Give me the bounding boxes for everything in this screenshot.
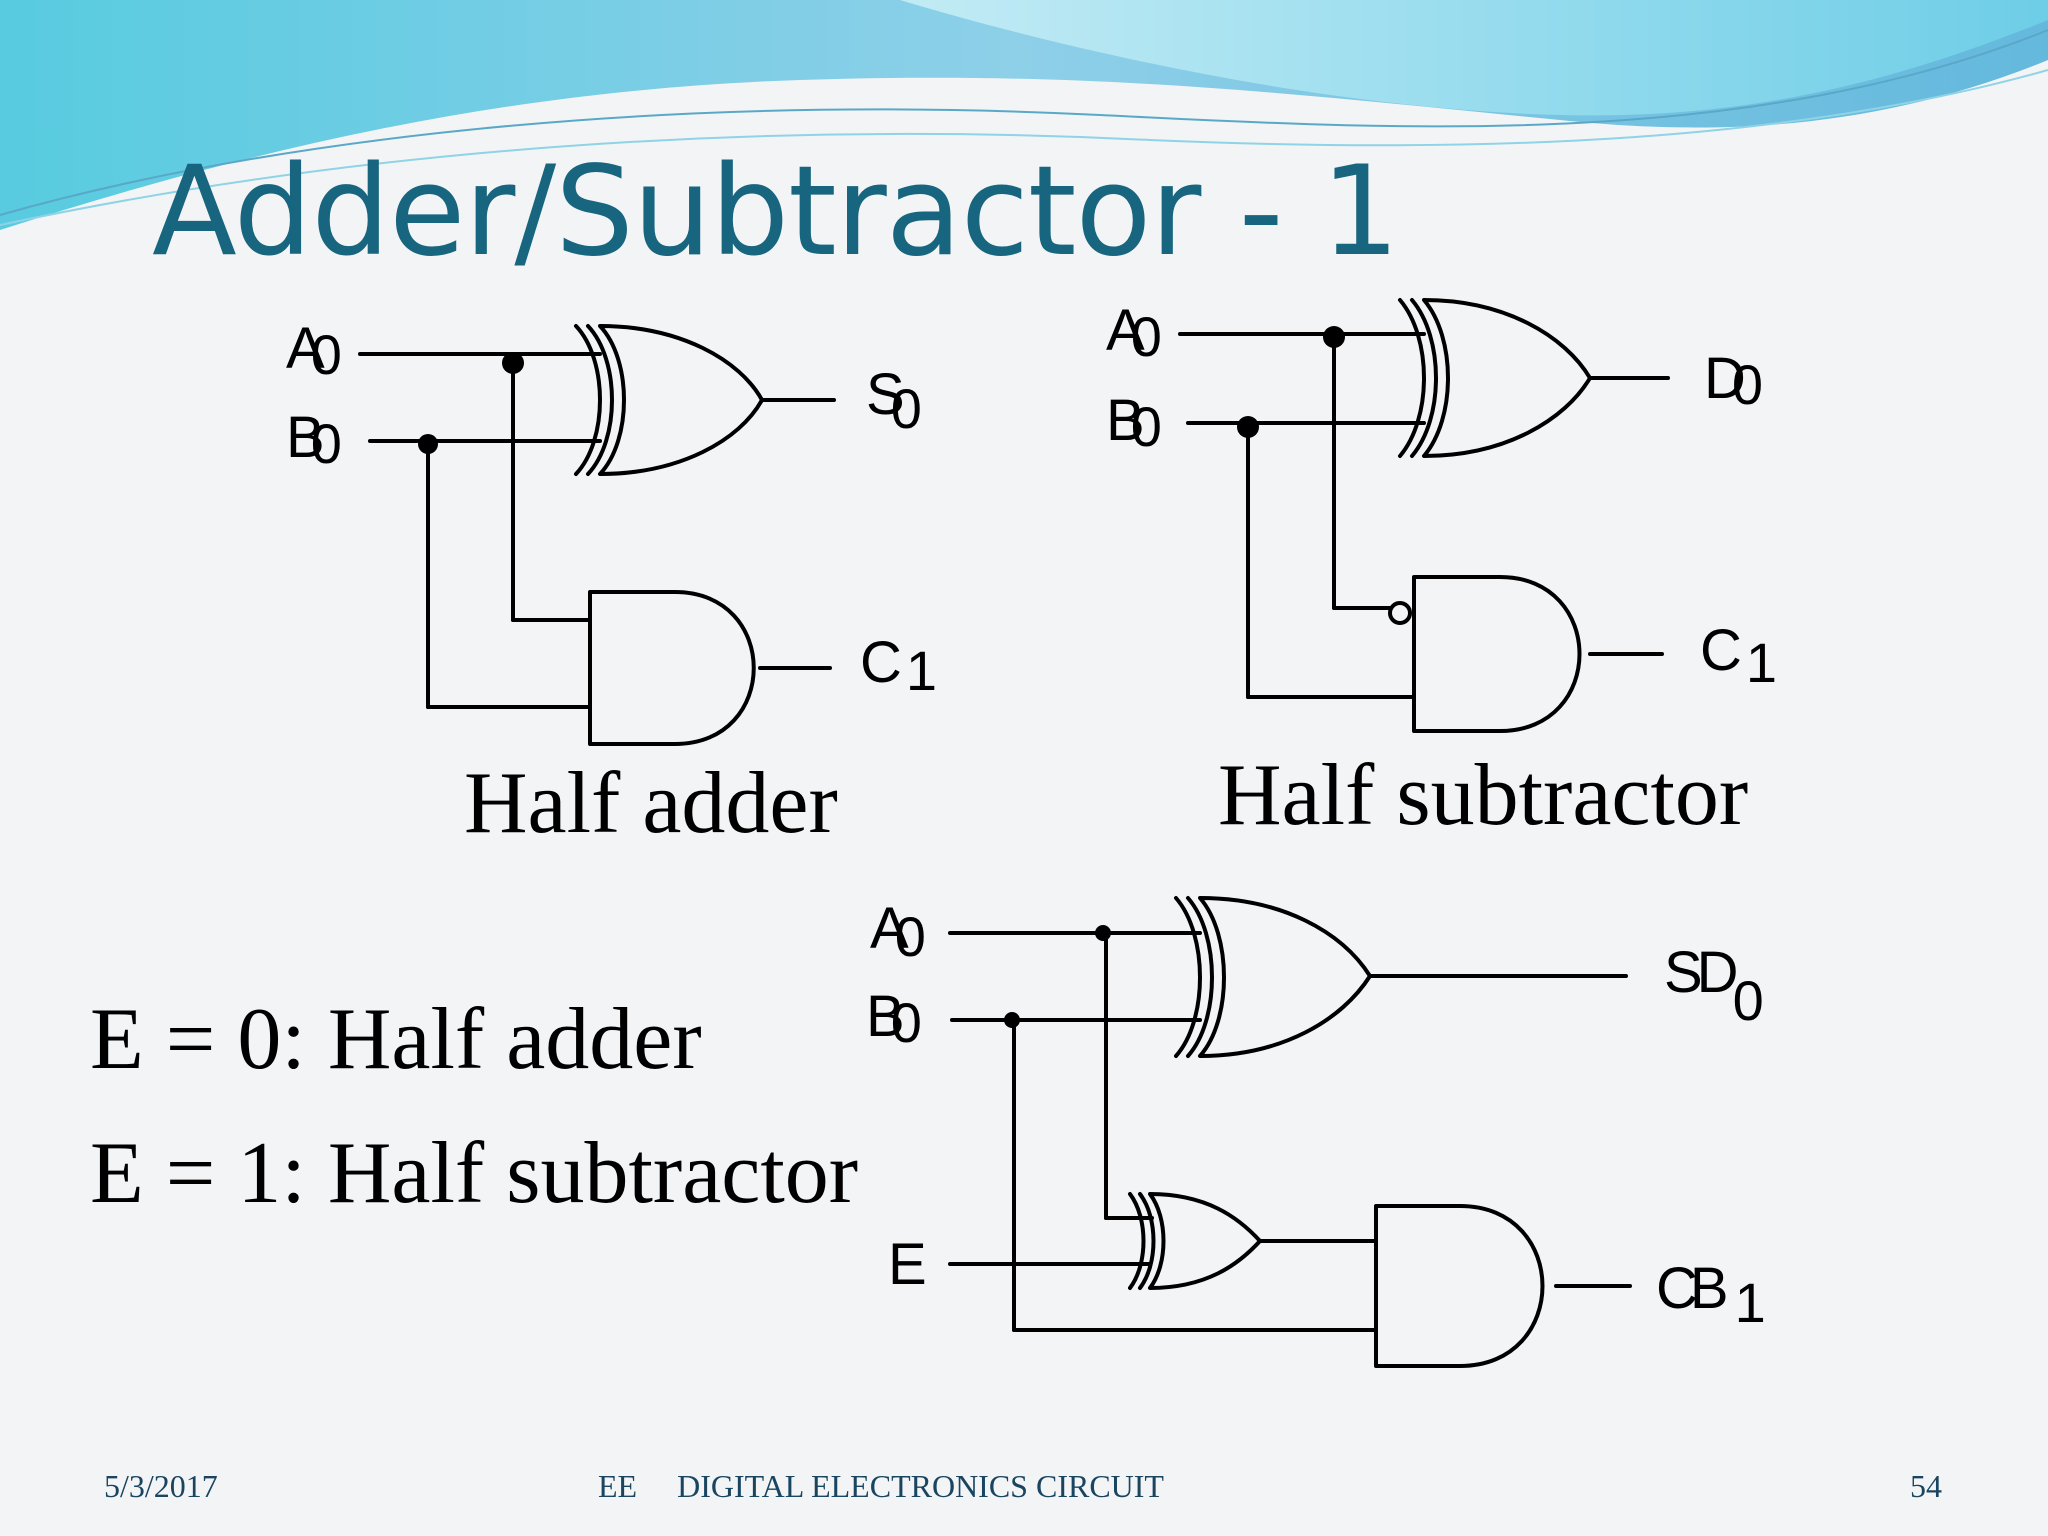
label-s0: S0	[866, 362, 922, 440]
slide-title: Adder/Subtractor - 1	[152, 140, 1400, 284]
label-c1: C1	[1700, 618, 1777, 694]
inverter-bubble	[1388, 601, 1412, 625]
caption-mode-1: E = 1: Half subtractor	[90, 1125, 859, 1222]
label-b0: B0	[1106, 388, 1162, 458]
junction-dots	[418, 326, 1345, 1028]
xor-gate-e	[1148, 1192, 1262, 1290]
caption-half-subtractor: Half subtractor	[1218, 747, 1749, 844]
label-a0: A0	[1106, 298, 1162, 368]
and-gate	[1374, 1204, 1545, 1368]
and-gate	[1412, 575, 1582, 733]
caption-half-adder: Half adder	[464, 755, 838, 852]
label-d0: D0	[1704, 346, 1763, 416]
caption-mode-0: E = 0: Half adder	[90, 991, 702, 1088]
half-subtractor-circuit	[1178, 298, 1670, 733]
footer-course: EE DIGITAL ELECTRONICS CIRCUIT	[598, 1468, 1164, 1504]
label-e: E	[888, 1232, 927, 1297]
label-a0: A0	[870, 896, 926, 968]
label-b0: B0	[866, 984, 922, 1054]
label-c1: C1	[860, 630, 937, 702]
xor-gate	[598, 324, 764, 476]
footer-date: 5/3/2017	[104, 1468, 218, 1504]
label-a0: A0	[286, 316, 342, 386]
footer-page-number: 54	[1910, 1468, 1942, 1504]
xor-gate	[1198, 896, 1372, 1058]
and-gate	[588, 590, 756, 746]
xor-gate	[1422, 298, 1592, 458]
half-adder-circuit	[358, 324, 836, 746]
header-wave-decoration	[0, 0, 2048, 230]
adder-subtractor-circuit	[948, 896, 1632, 1368]
label-b0: B0	[286, 405, 342, 475]
label-sd0: SD0	[1664, 940, 1764, 1032]
